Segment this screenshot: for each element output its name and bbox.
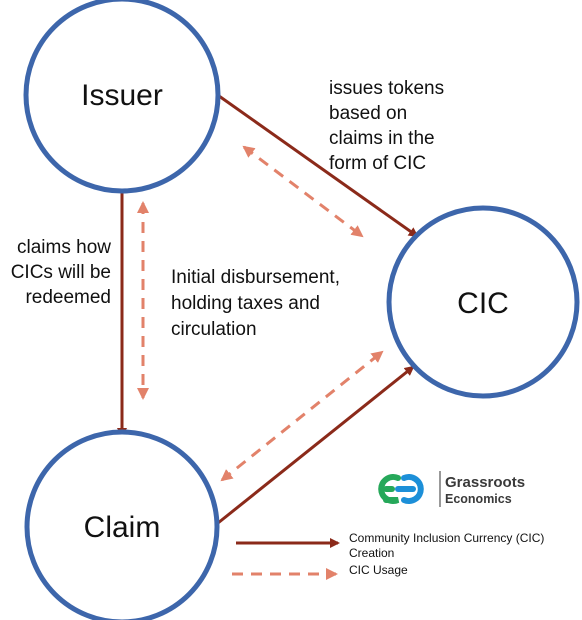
legend-solid-label-1: Community Inclusion Currency (CIC): [349, 531, 544, 545]
cic-label: CIC: [457, 287, 509, 320]
logo-mark-icon: [378, 474, 424, 504]
issuer-node: Issuer: [23, 0, 221, 194]
svg-text:claims how: claims how: [17, 237, 111, 258]
svg-text:Initial disbursement,: Initial disbursement,: [171, 267, 340, 288]
grassroots-economics-logo: Grassroots Economics: [378, 471, 525, 507]
legend: Community Inclusion Currency (CIC) Creat…: [232, 531, 544, 580]
cic-node: CIC: [386, 205, 580, 399]
claim-node: Claim: [24, 429, 220, 620]
issuer-label: Issuer: [81, 79, 163, 112]
logo-line1: Grassroots: [445, 474, 525, 491]
svg-text:claims in the: claims in the: [329, 128, 435, 149]
svg-text:redeemed: redeemed: [25, 287, 111, 308]
center-annotation: Initial disbursement, holding taxes and …: [171, 267, 340, 340]
logo-line2: Economics: [445, 492, 512, 506]
legend-dashed-label: CIC Usage: [349, 563, 408, 577]
svg-text:circulation: circulation: [171, 319, 257, 340]
dashed-arrow-issuer-cic: [242, 145, 364, 238]
svg-text:form of CIC: form of CIC: [329, 153, 426, 174]
dashed-arrow-claim-cic: [220, 350, 384, 482]
svg-text:CICs will be: CICs will be: [11, 262, 111, 283]
claims-how-annotation: claims how CICs will be redeemed: [11, 237, 112, 308]
svg-text:holding taxes and: holding taxes and: [171, 293, 320, 314]
legend-solid-label-2: Creation: [349, 546, 394, 560]
claim-label: Claim: [84, 511, 161, 544]
issues-tokens-annotation: issues tokens based on claims in the for…: [329, 78, 444, 174]
svg-text:issues tokens: issues tokens: [329, 78, 444, 99]
svg-text:based on: based on: [329, 103, 407, 124]
